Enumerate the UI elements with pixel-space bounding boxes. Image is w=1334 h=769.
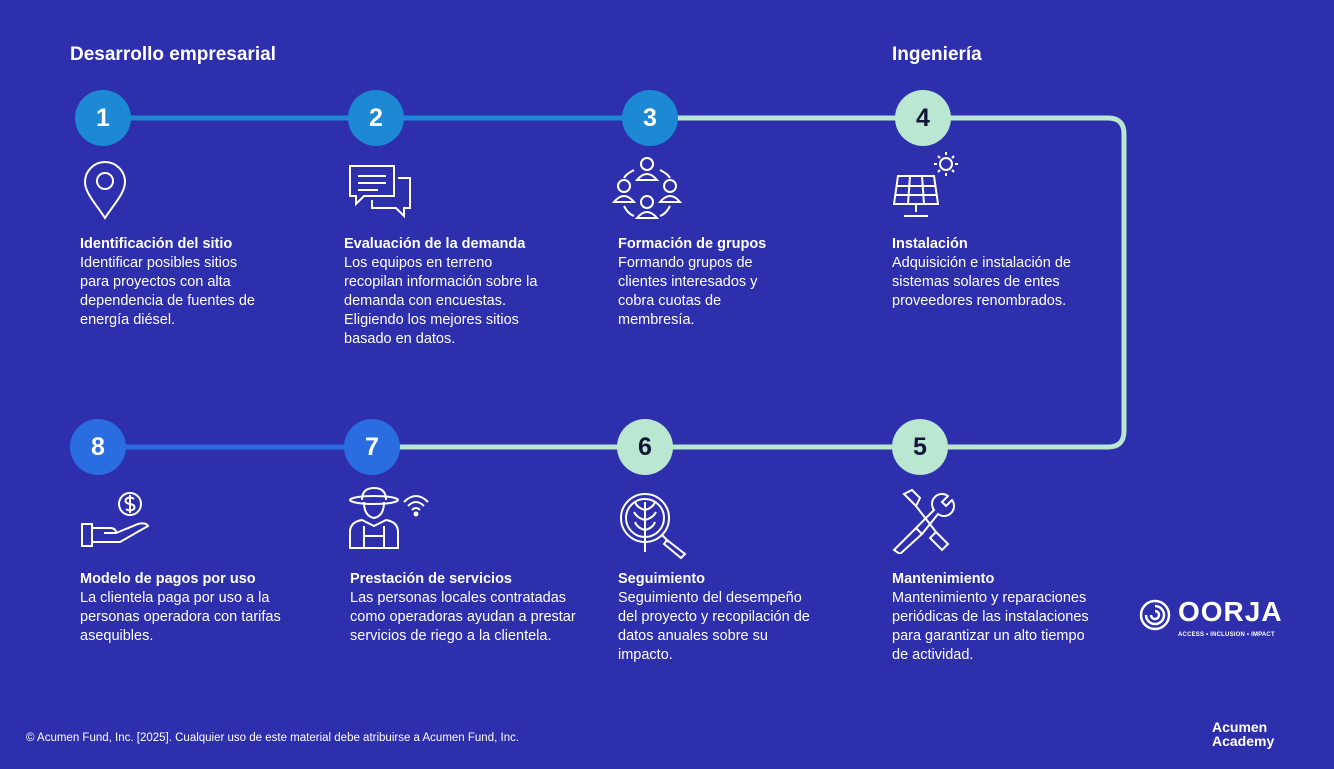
chat-bubbles-icon	[348, 162, 412, 220]
step-5-text: Mantenimiento Mantenimiento y reparacion…	[892, 570, 1107, 665]
step-2-desc: Los equipos en terreno recopilan informa…	[344, 255, 538, 347]
step-4-title: Instalación	[892, 236, 968, 252]
step-7-circle: 7	[344, 419, 400, 475]
step-2-title: Evaluación de la demanda	[344, 236, 526, 252]
connector-4-5-loop	[920, 115, 1127, 450]
solar-panel-icon	[890, 150, 966, 222]
step-4-desc: Adquisición e instalación de sistemas so…	[892, 255, 1071, 309]
magnifier-plant-icon	[617, 490, 691, 560]
step-8-text: Modelo de pagos por uso La clientela pag…	[80, 570, 295, 646]
oorja-wordmark: OORJA	[1178, 596, 1283, 627]
academy-line-1: Acumen	[1212, 719, 1268, 735]
step-7-text: Prestación de servicios Las personas loc…	[350, 570, 576, 646]
step-6-text: Seguimiento Seguimiento del desempeño de…	[618, 570, 833, 665]
step-2-text: Evaluación de la demanda Los equipos en …	[344, 235, 559, 349]
step-3-desc: Formando grupos de clientes interesados …	[618, 255, 758, 328]
step-1-desc: Identificar posibles sitios para proyect…	[80, 255, 255, 328]
step-3-title: Formación de grupos	[618, 236, 767, 252]
step-7-title: Prestación de servicios	[350, 571, 512, 587]
step-1-text: Identificación del sitio Identificar pos…	[80, 235, 295, 330]
oorja-tagline: ACCESS • INCLUSION • IMPACT	[1178, 632, 1275, 638]
step-8-circle: 8	[70, 419, 126, 475]
step-6-circle: 6	[617, 419, 673, 475]
group-people-icon	[612, 156, 682, 224]
hand-coin-icon	[80, 490, 156, 552]
step-5-title: Mantenimiento	[892, 571, 995, 587]
step-5-circle: 5	[892, 419, 948, 475]
step-6-title: Seguimiento	[618, 571, 706, 587]
step-8-desc: La clientela paga por uso a la personas …	[80, 590, 281, 644]
location-pin-icon	[80, 160, 130, 222]
step-1-circle: 1	[75, 90, 131, 146]
step-1-title: Identificación del sitio	[80, 236, 233, 252]
step-8-title: Modelo de pagos por uso	[80, 571, 256, 587]
copyright-text: © Acumen Fund, Inc. [2025]. Cualquier us…	[26, 732, 520, 744]
academy-line-2: Academy	[1212, 733, 1275, 749]
oorja-logo: OORJA ACCESS • INCLUSION • IMPACT	[1138, 596, 1288, 646]
acumen-academy-logo: Acumen Academy	[1212, 720, 1274, 748]
section-label-engineering: Ingeniería	[892, 44, 982, 65]
step-4-circle: 4	[895, 90, 951, 146]
step-3-circle: 3	[622, 90, 678, 146]
oorja-swirl-icon	[1139, 599, 1171, 631]
step-5-desc: Mantenimiento y reparaciones periódicas …	[892, 590, 1089, 663]
wrench-tools-icon	[890, 488, 956, 554]
farmer-wifi-icon	[346, 486, 434, 552]
step-3-text: Formación de grupos Formando grupos de c…	[618, 235, 833, 330]
step-4-text: Instalación Adquisición e instalación de…	[892, 235, 1107, 311]
step-7-desc: Las personas locales contratadas como op…	[350, 590, 576, 644]
section-label-business: Desarrollo empresarial	[70, 44, 276, 65]
step-6-desc: Seguimiento del desempeño del proyecto y…	[618, 590, 810, 663]
step-2-circle: 2	[348, 90, 404, 146]
